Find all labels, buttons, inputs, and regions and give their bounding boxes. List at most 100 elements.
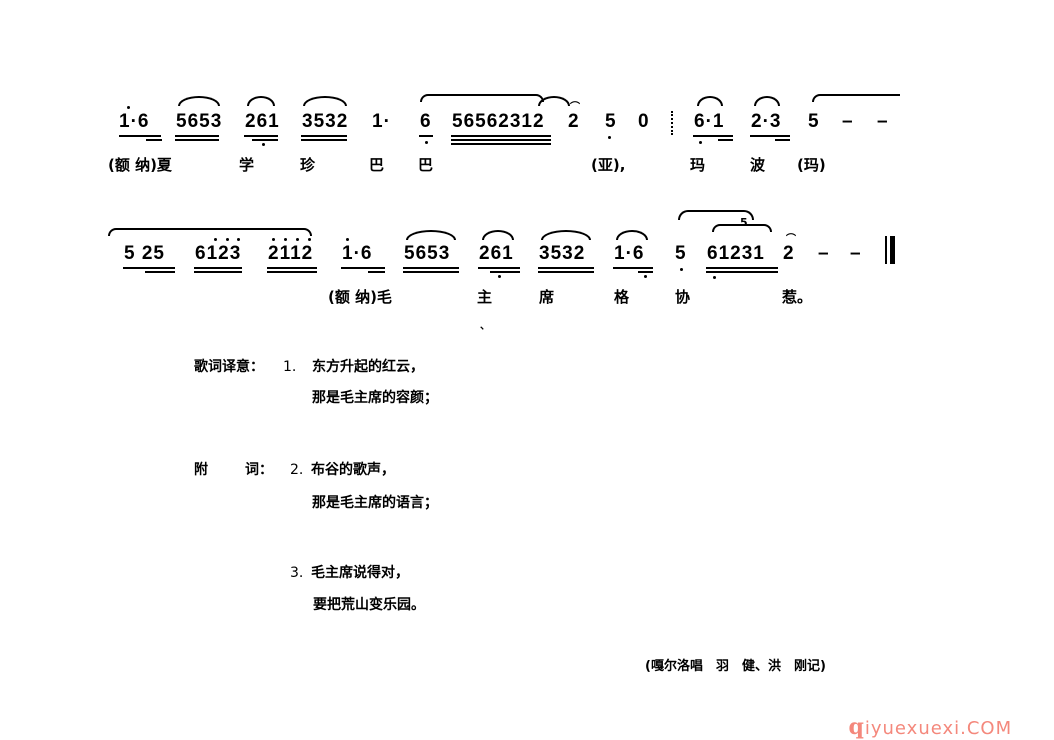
watermark: qiyuexuexi.COM: [835, 693, 1012, 740]
octave-dot-high: [346, 238, 349, 241]
underline: [451, 143, 551, 145]
octave-dot-low: [262, 143, 265, 146]
note-group: 1·: [372, 111, 391, 132]
verse-line: 那是毛主席的容颜；: [312, 390, 438, 406]
underline: [693, 135, 733, 137]
note-group: 5 25: [124, 243, 165, 264]
octave-dot-high: [237, 238, 240, 241]
lyric: (额 纳)夏: [108, 156, 172, 174]
underline: [244, 135, 278, 137]
underline: [145, 271, 175, 273]
slur: [697, 96, 723, 106]
verse-line: 那是毛主席的语言；: [312, 495, 438, 511]
octave-dot-low: [608, 136, 611, 139]
lyric: 巴: [418, 156, 434, 174]
slur: [541, 230, 591, 240]
fermata-icon: ⌒: [786, 234, 796, 245]
watermark-logo-icon: q: [848, 714, 865, 740]
underline: [750, 135, 790, 137]
octave-dot-high: [214, 238, 217, 241]
underline: [194, 271, 242, 273]
lyric: (玛): [797, 156, 826, 174]
slur: [247, 96, 275, 106]
note-group: 2: [783, 243, 795, 264]
underline: [706, 271, 778, 273]
octave-dot-low: [699, 141, 702, 144]
lyric: 惹。: [782, 288, 813, 306]
slur: [303, 96, 347, 106]
underline: [419, 135, 433, 137]
note-group: 2112: [268, 243, 314, 264]
underline: [538, 267, 594, 269]
note-group: 1·6: [342, 243, 373, 264]
extra-lyrics-label: 词：: [245, 462, 273, 478]
underline: [341, 267, 385, 269]
underline: [252, 139, 278, 141]
octave-dot-high: [308, 238, 311, 241]
stray-mark: 、: [480, 321, 490, 332]
underline: [194, 267, 242, 269]
underline: [267, 267, 317, 269]
underline: [175, 135, 219, 137]
slur: [420, 94, 544, 102]
note-group: 56562312: [452, 111, 545, 132]
dash: –: [877, 111, 889, 132]
note-group: 5653: [176, 111, 223, 132]
octave-dot-high: [296, 238, 299, 241]
note-group: 5: [808, 111, 820, 132]
lyric: 玛: [690, 156, 706, 174]
underline: [706, 267, 778, 269]
slur: [616, 230, 648, 240]
lyric: 珍: [300, 156, 316, 174]
slur: [538, 96, 570, 106]
note-group: 2: [568, 111, 580, 132]
lyric: 主: [477, 288, 493, 306]
extra-lyrics-label: 附: [194, 462, 208, 478]
slur: [108, 228, 312, 236]
octave-dot-high: [284, 238, 287, 241]
octave-dot-high: [226, 238, 229, 241]
underline: [403, 271, 459, 273]
slur: [406, 230, 456, 240]
underline: [123, 267, 175, 269]
underline: [403, 267, 459, 269]
underline: [368, 271, 385, 273]
note-group: 261: [479, 243, 514, 264]
dash: –: [850, 243, 862, 264]
note-group: 0: [638, 111, 650, 132]
lyric: 协: [675, 288, 691, 306]
octave-dot-low: [713, 276, 716, 279]
note-group: 6·1: [694, 111, 725, 132]
octave-dot-low: [425, 141, 428, 144]
lyric: 席: [539, 288, 555, 306]
note-group: 3532: [302, 111, 349, 132]
tuplet-number: 5: [740, 216, 748, 229]
verse-number: 2.: [290, 462, 304, 478]
underline: [301, 139, 347, 141]
underline: [638, 271, 653, 273]
lyric: (额 纳)毛: [328, 288, 392, 306]
underline: [775, 139, 790, 141]
lyric: 巴: [369, 156, 385, 174]
note-group: 5: [605, 111, 617, 132]
verse-line: 要把荒山变乐园。: [313, 597, 425, 613]
slur: [482, 230, 514, 240]
underline: [146, 139, 162, 141]
dash: –: [818, 243, 830, 264]
octave-dot-high: [127, 106, 130, 109]
underline: [175, 139, 219, 141]
dash: –: [842, 111, 854, 132]
underline: [718, 139, 733, 141]
translation-label: 歌词译意：: [194, 359, 264, 375]
lyric: 格: [614, 288, 630, 306]
underline: [490, 271, 520, 273]
lyric: 学: [239, 156, 255, 174]
underline: [478, 267, 520, 269]
underline: [301, 135, 347, 137]
note-group: 3532: [539, 243, 586, 264]
note-group: 5: [675, 243, 687, 264]
note-group: 6123: [195, 243, 242, 264]
lyric: (亚),: [591, 156, 626, 174]
underline: [451, 139, 551, 141]
lyric: 波: [750, 156, 766, 174]
